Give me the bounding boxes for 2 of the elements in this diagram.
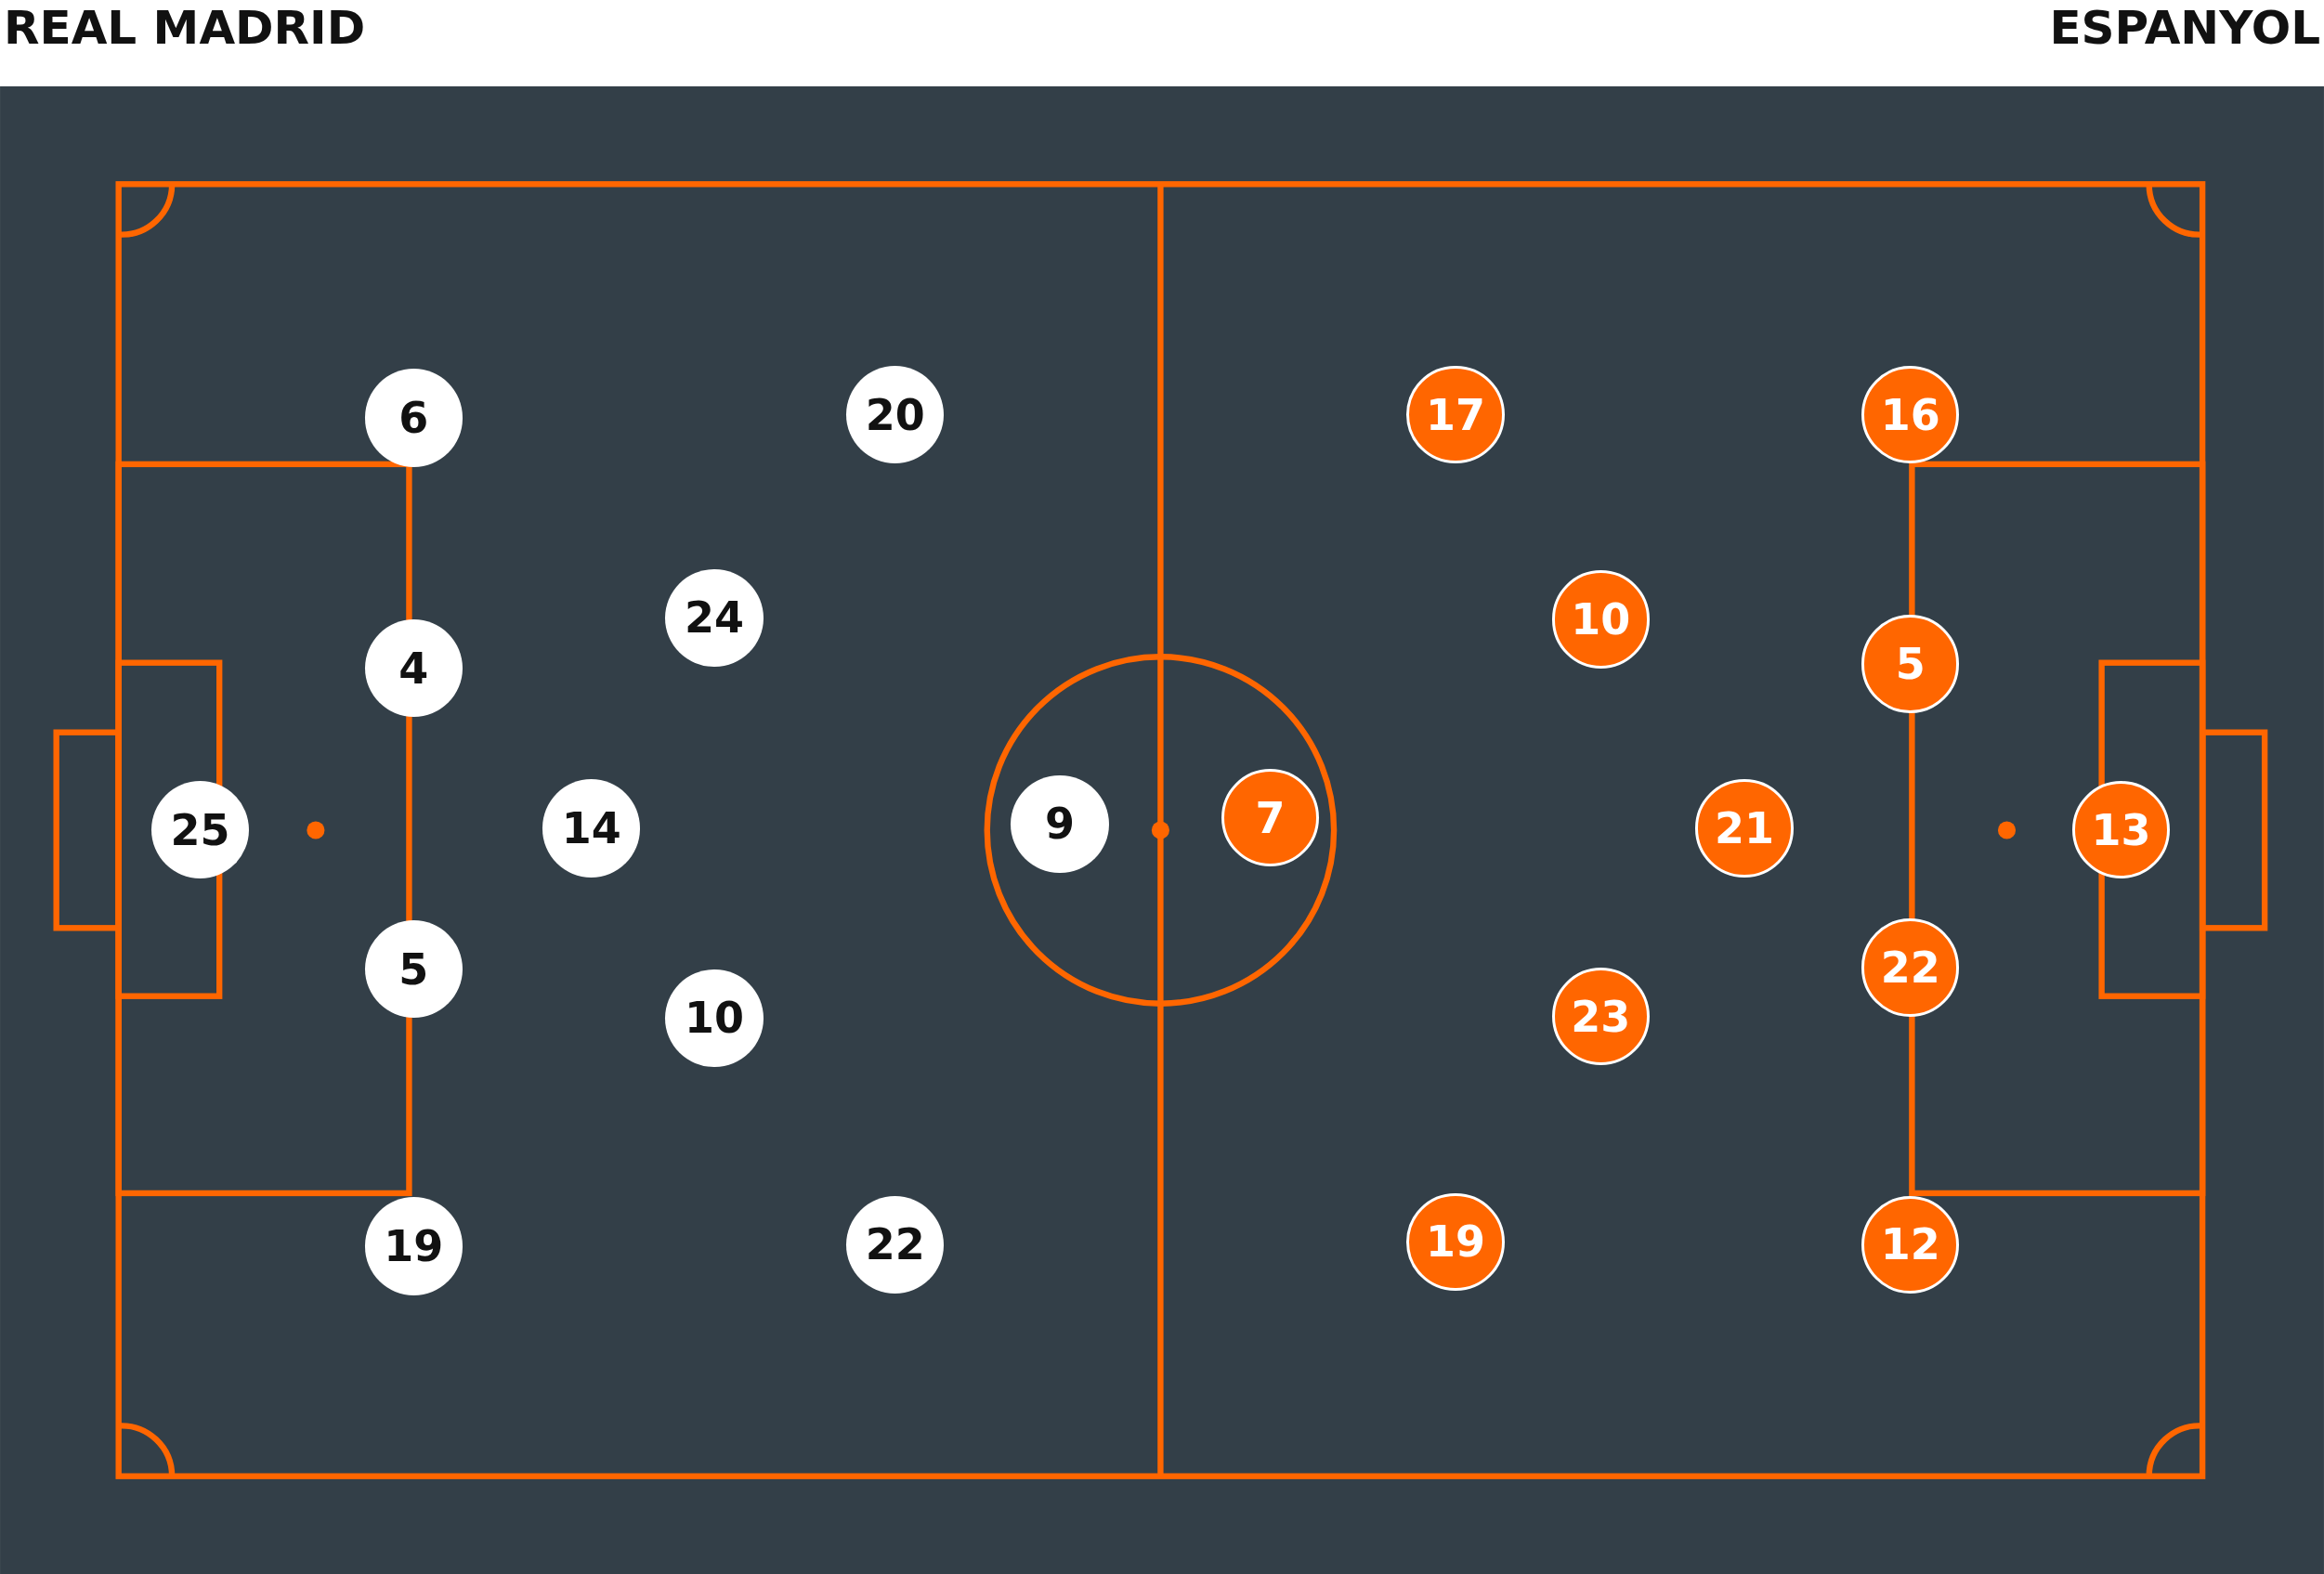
team-name: REAL MADRID — [4, 2, 366, 54]
team-name: ESPANYOL — [2049, 2, 2320, 54]
